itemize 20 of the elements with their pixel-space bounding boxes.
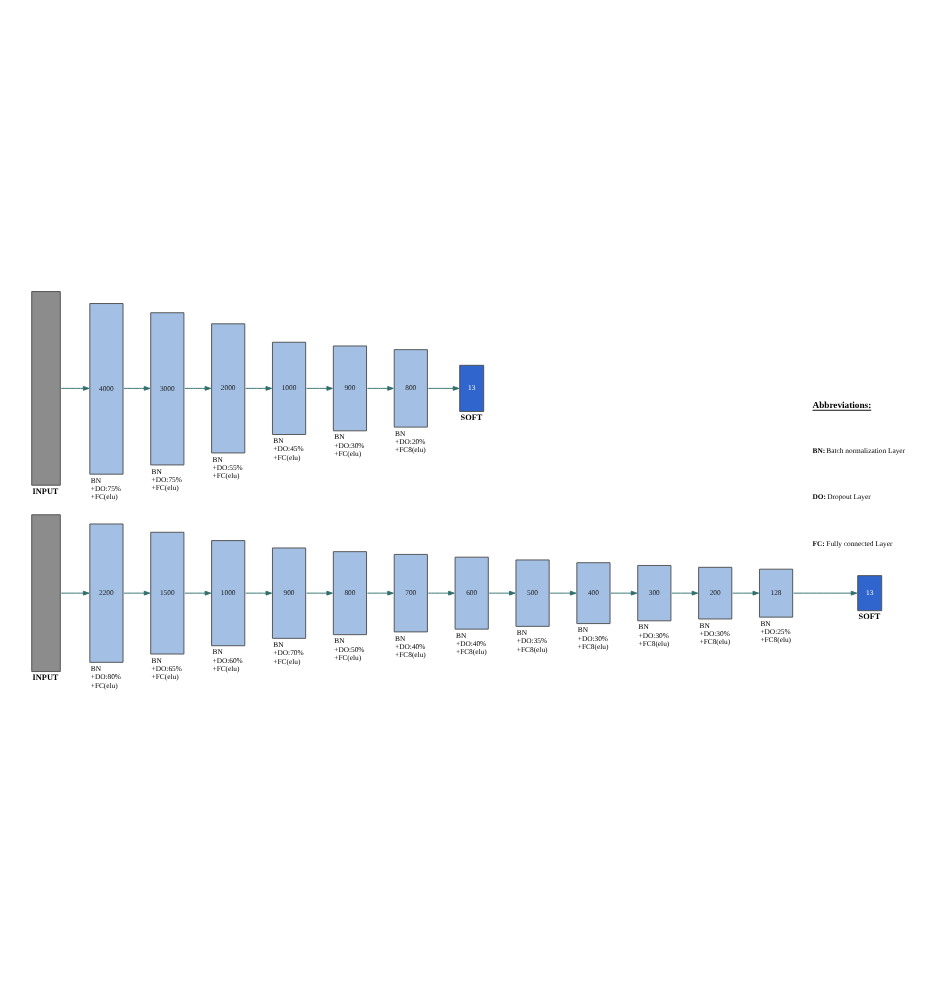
arrow xyxy=(60,590,90,596)
arrow xyxy=(245,590,272,596)
arrow xyxy=(488,590,516,596)
arrow xyxy=(306,590,333,596)
arrow xyxy=(123,590,151,596)
arrow xyxy=(793,590,858,596)
arrow xyxy=(427,386,460,391)
arrow xyxy=(245,386,272,391)
arrow xyxy=(367,386,394,391)
arrow xyxy=(123,386,151,391)
arrow xyxy=(427,590,455,596)
arrow xyxy=(306,386,333,391)
arrow xyxy=(671,590,699,596)
arrow xyxy=(610,590,638,596)
arrow xyxy=(184,590,212,596)
arrow xyxy=(732,590,759,596)
arrow xyxy=(184,386,212,391)
arrow xyxy=(60,386,90,391)
arrow xyxy=(549,590,577,596)
arrow xyxy=(367,590,394,596)
